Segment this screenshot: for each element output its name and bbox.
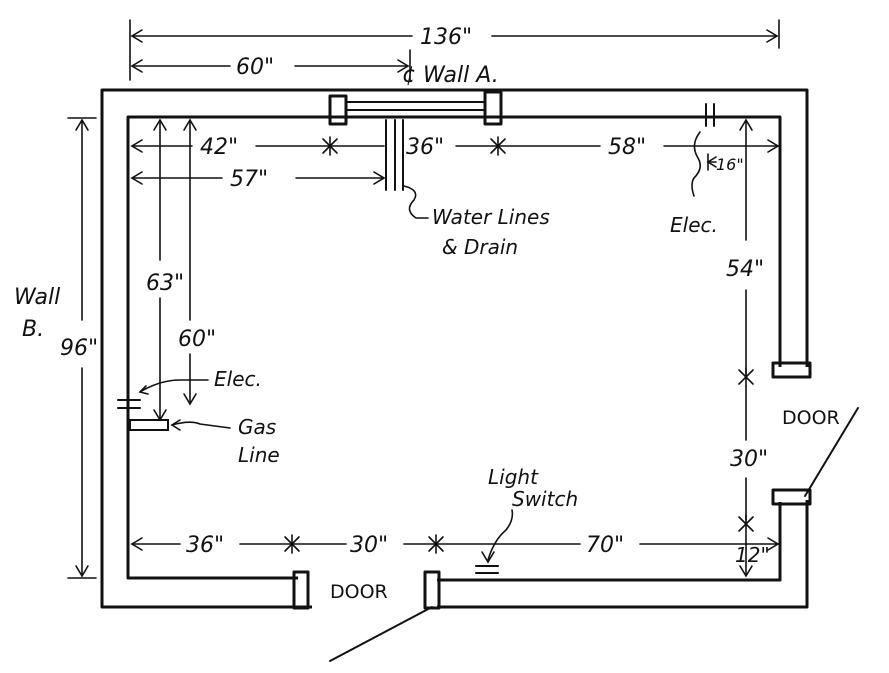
arrow xyxy=(130,139,143,153)
outer-wall-right-lower xyxy=(437,500,809,609)
dim-label-16: 16" xyxy=(716,155,744,174)
arrow xyxy=(766,29,779,43)
dim-label-57: 57" xyxy=(230,167,268,192)
wall-b-label: Wall xyxy=(14,285,60,310)
arrow xyxy=(767,537,780,551)
elec-top-label: Elec. xyxy=(670,213,718,237)
dimension-60-top: 60" ¢ Wall A. xyxy=(130,49,499,88)
dim-label-42: 42" xyxy=(200,135,238,160)
dim-label-58: 58" xyxy=(608,135,646,160)
dim-label-36-bottom: 36" xyxy=(186,533,224,558)
arrow xyxy=(75,118,89,131)
dim-label-96: 96" xyxy=(60,336,98,361)
arrow xyxy=(130,537,143,551)
door-jamb-right-bottom xyxy=(771,488,812,506)
dim-label-60-left: 60" xyxy=(178,327,216,352)
gas-label: Gas xyxy=(238,415,276,439)
door-swing-right xyxy=(804,407,859,497)
dim-label-54: 54" xyxy=(726,257,764,282)
left-fixtures: 63" 60" Elec. Gas Line xyxy=(117,118,280,467)
leader xyxy=(691,131,702,197)
tick-mark xyxy=(738,367,754,387)
arrow xyxy=(739,118,753,131)
arrow xyxy=(138,385,149,395)
inner-wall-right-lower xyxy=(437,502,782,582)
inner-wall xyxy=(126,115,782,580)
walls xyxy=(100,88,859,662)
elec-top-right: Elec. 16" 54" xyxy=(670,103,764,375)
water-lines: Water Lines & Drain xyxy=(385,119,550,259)
arrow xyxy=(170,419,181,431)
window-jamb-right xyxy=(483,90,503,126)
door-bottom-label: DOOR xyxy=(330,581,388,603)
leader xyxy=(171,421,231,429)
arrow xyxy=(130,59,143,73)
arrow xyxy=(767,139,780,153)
light-switch: Light Switch xyxy=(475,465,578,574)
window-jamb-left xyxy=(328,94,348,126)
door-jamb-right-top xyxy=(771,361,812,379)
dim-label-30-bottom: 30" xyxy=(350,533,388,558)
arrow xyxy=(130,171,143,185)
leader xyxy=(139,379,209,393)
tick-mark xyxy=(490,136,506,156)
dimension-row-upper: 42" 36" 58" xyxy=(130,135,780,160)
door-right-label: DOOR xyxy=(782,407,840,429)
arrow xyxy=(373,171,386,185)
dim-label-36-top: 36" xyxy=(406,135,444,160)
door-jamb-bottom-left xyxy=(292,570,310,610)
dim-label-60: 60" xyxy=(236,55,274,80)
gas-line-fixture xyxy=(129,419,169,431)
dim-label-136: 136" xyxy=(420,25,472,50)
leader xyxy=(403,185,429,219)
arrow xyxy=(739,565,753,578)
arrow xyxy=(75,565,89,578)
arrow xyxy=(153,118,167,131)
dimension-136: 136" xyxy=(129,19,780,81)
door-swing-bottom xyxy=(329,606,433,662)
tick-mark xyxy=(322,136,338,156)
dim-label-63: 63" xyxy=(146,271,184,296)
leader xyxy=(487,509,514,561)
dim-label-12: 12" xyxy=(735,543,770,567)
dimension-57: 57" xyxy=(130,167,386,192)
door-jamb-bottom-right xyxy=(423,570,441,610)
tick-mark xyxy=(284,534,300,554)
wall-a-label: ¢ Wall A. xyxy=(402,63,499,88)
light-label: Light xyxy=(488,465,539,489)
arrow xyxy=(481,551,495,564)
switch-label: Switch xyxy=(512,487,578,511)
arrow xyxy=(130,29,143,43)
tick-mark xyxy=(428,534,444,554)
line-label: Line xyxy=(238,443,280,467)
tick-mark xyxy=(738,514,754,534)
dim-label-70: 70" xyxy=(586,533,624,558)
outer-wall xyxy=(100,88,809,609)
door-right: DOOR 30" 12" xyxy=(730,367,840,578)
arrow xyxy=(706,156,717,168)
arrow xyxy=(397,59,410,73)
wall-b-label-2: B. xyxy=(22,317,44,342)
wall-b-dimension: Wall B. 96" xyxy=(14,117,98,579)
arrow xyxy=(183,118,197,131)
elec-left-label: Elec. xyxy=(214,367,262,391)
drain-label: & Drain xyxy=(442,235,518,259)
water-lines-label: Water Lines xyxy=(432,205,550,229)
dim-label-30-right: 30" xyxy=(730,447,768,472)
arrow xyxy=(183,393,197,406)
dimension-row-bottom: 36" 30" 70" xyxy=(130,533,780,558)
